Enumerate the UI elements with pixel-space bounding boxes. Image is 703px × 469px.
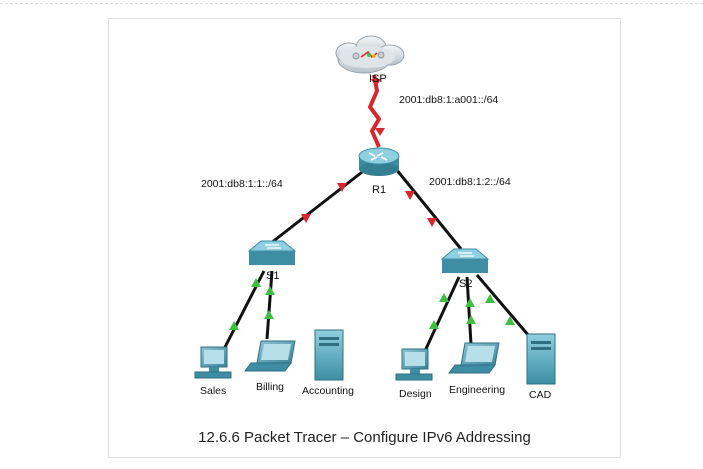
switch-s2-icon[interactable]: [440, 248, 490, 273]
engineering-laptop-icon[interactable]: [448, 342, 500, 374]
isp-cloud-icon[interactable]: [335, 35, 405, 74]
isp-serial-link: [368, 74, 381, 148]
billing-laptop-icon[interactable]: [244, 340, 296, 372]
r1-s1-link: [270, 167, 367, 245]
r1-s2-link: [394, 168, 463, 250]
sales-pc-icon[interactable]: [194, 346, 232, 379]
accounting-label: Accounting: [302, 385, 354, 397]
s2-design-link: [423, 276, 461, 352]
billing-label: Billing: [256, 381, 284, 393]
r1-s1-link-markers: [301, 183, 347, 223]
design-label: Design: [399, 388, 432, 400]
isp-link-markers: [371, 79, 385, 136]
s1-network-label: 2001:db8:1:1::/64: [201, 178, 283, 190]
topology-figure: 2001:db8:1:a001::/64 2001:db8:1:1::/64 2…: [108, 18, 621, 458]
r1-label: R1: [372, 184, 386, 196]
topology-diagram: 2001:db8:1:a001::/64 2001:db8:1:1::/64 2…: [194, 35, 556, 401]
r1-s2-link-markers: [405, 191, 437, 227]
isp-network-label: 2001:db8:1:a001::/64: [399, 94, 498, 106]
s2-engineering-link: [465, 276, 473, 345]
s1-label: S1: [266, 270, 279, 282]
figure-caption: 12.6.6 Packet Tracer – Configure IPv6 Ad…: [198, 429, 531, 446]
design-pc-icon[interactable]: [395, 348, 433, 381]
cad-label: CAD: [529, 389, 552, 401]
s2-network-label: 2001:db8:1:2::/64: [429, 176, 511, 188]
router-r1-icon[interactable]: [358, 147, 400, 176]
top-divider: [0, 3, 703, 4]
isp-label: ISP: [369, 73, 387, 85]
s1-billing-link: [265, 270, 274, 340]
cad-server-icon[interactable]: [526, 333, 556, 385]
s2-cad-link: [475, 274, 531, 337]
accounting-server-icon[interactable]: [314, 329, 344, 381]
s2-label: S2: [459, 278, 472, 290]
access-link-markers: [229, 278, 515, 330]
engineering-label: Engineering: [449, 384, 505, 396]
sales-label: Sales: [200, 385, 226, 397]
switch-s1-icon[interactable]: [247, 240, 297, 265]
